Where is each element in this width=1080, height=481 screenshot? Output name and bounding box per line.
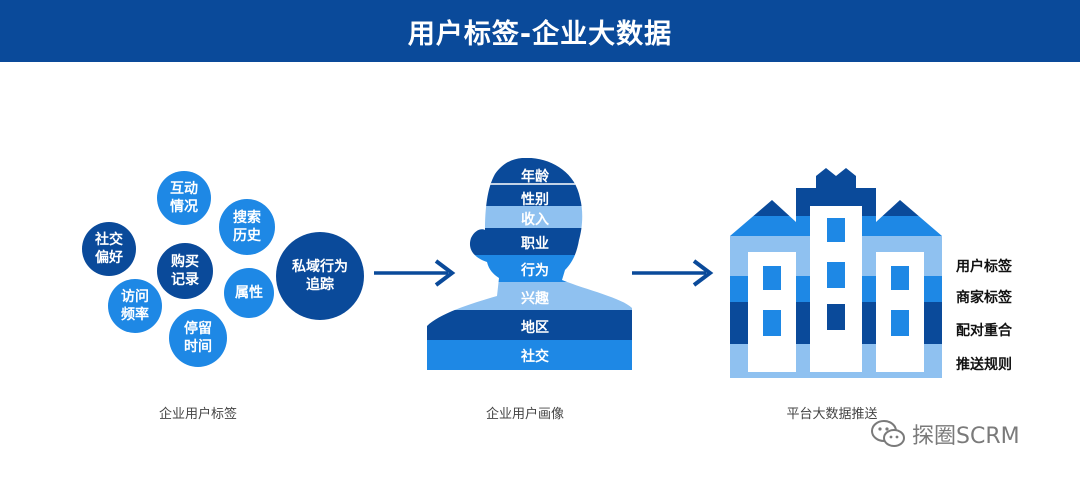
platform-label-user-tags: 用户标签	[956, 259, 1012, 275]
arrow-right-icon	[632, 259, 714, 287]
bubble-attribute: 属性	[224, 268, 274, 318]
page-title: 用户标签-企业大数据	[407, 18, 673, 50]
watermark-text: 探圈SCRM	[912, 424, 1020, 449]
bubble-social-preference: 社交 偏好	[82, 222, 136, 276]
portrait-label-region: 地区	[521, 320, 549, 336]
platform-label-match-overlap: 配对重合	[956, 323, 1012, 339]
bubble-stay-time: 停留 时间	[169, 309, 227, 367]
bubble-search-history: 搜索 历史	[219, 199, 275, 255]
platform-label-push-rules: 推送规则	[956, 357, 1012, 373]
portrait-label-occupation: 职业	[521, 236, 549, 252]
caption-platform-push: 平台大数据推送	[786, 407, 878, 422]
header-bar: 用户标签-企业大数据	[0, 0, 1080, 62]
portrait-label-interest: 兴趣	[521, 291, 549, 307]
bubble-interaction: 互动 情况	[157, 171, 211, 225]
caption-user-tags: 企业用户标签	[158, 407, 237, 422]
arrow-right-icon	[374, 259, 456, 287]
caption-user-portrait: 企业用户画像	[485, 407, 564, 422]
portrait-silhouette	[427, 158, 632, 370]
bubble-purchase-record: 购买 记录	[157, 243, 213, 299]
portrait-label-social: 社交	[521, 349, 549, 365]
building-icon	[730, 168, 942, 378]
portrait-label-income: 收入	[521, 212, 549, 228]
portrait-label-gender: 性别	[521, 192, 549, 208]
portrait-label-behavior: 行为	[521, 263, 549, 279]
platform-label-merchant-tags: 商家标签	[956, 290, 1012, 306]
wechat-icon	[871, 420, 905, 447]
bubble-private-behavior: 私域行为 追踪	[276, 232, 364, 320]
portrait-label-age: 年龄	[521, 169, 549, 185]
watermark: 探圈SCRM	[870, 418, 1020, 450]
bubble-visit-frequency: 访问 频率	[108, 279, 162, 333]
